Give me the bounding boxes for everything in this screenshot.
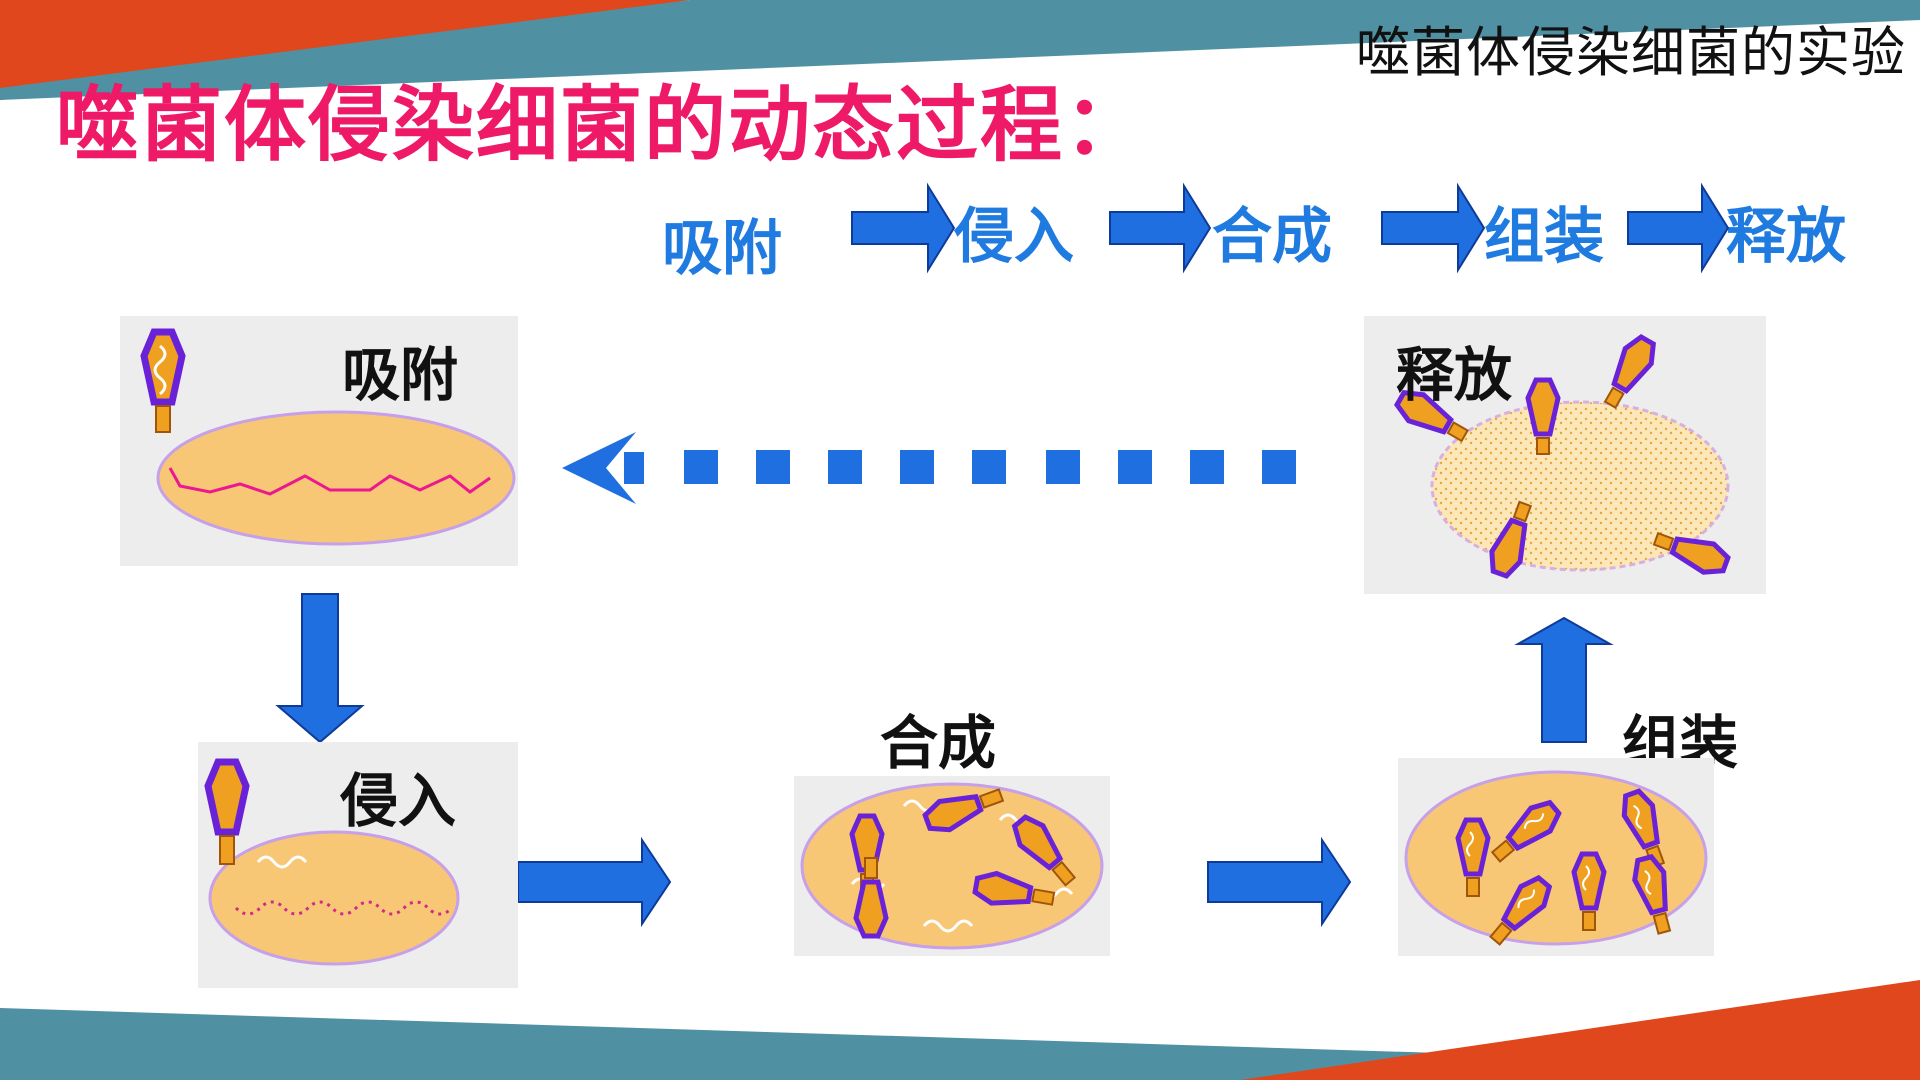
injection-illustration (204, 758, 460, 966)
bottom-right-orange-band (1240, 980, 1920, 1080)
flow-step-injection: 侵入 (954, 202, 1074, 272)
bacterial-dna (234, 900, 454, 916)
arrow-right-to-assembly (1207, 836, 1352, 928)
flow-step-adsorption: 吸附 (662, 214, 782, 284)
return-arrow-head (562, 432, 636, 504)
label-injection: 侵入 (340, 767, 457, 835)
assembly-illustration (1404, 770, 1708, 946)
bacterial-dna (168, 467, 491, 496)
label-adsorption: 吸附 (342, 341, 459, 409)
flow-step-release: 释放 (1726, 202, 1846, 272)
arrow-right-to-synthesis (517, 836, 672, 928)
flow-step-synthesis: 合成 (1212, 202, 1332, 272)
panel-release: 释放 (1364, 316, 1766, 594)
arrow-down-to-injection (275, 593, 365, 744)
release-illustration (1394, 334, 1731, 579)
flow-arrow-4 (1627, 182, 1730, 274)
phage-icon (204, 758, 250, 865)
phage-icon (140, 328, 186, 433)
flow-arrow-1 (851, 182, 956, 274)
phage-parts (849, 788, 1077, 939)
bacterium-cell (208, 830, 460, 966)
flow-arrow-3 (1381, 182, 1486, 274)
panel-synthesis (794, 776, 1110, 956)
panel-adsorption: 吸附 (120, 316, 518, 566)
panel-assembly (1398, 758, 1714, 956)
adsorption-illustration (140, 328, 516, 546)
top-teal-band (0, 0, 1920, 100)
flow-arrow-2 (1109, 182, 1212, 274)
dashed-return-arrow (562, 432, 1296, 504)
synthesis-illustration (800, 782, 1104, 950)
assembled-phages (1455, 788, 1672, 946)
injected-dna (256, 855, 308, 869)
page-title: 噬菌体侵染细菌的动态过程： (56, 78, 1149, 173)
arrow-up-to-release (1514, 616, 1614, 743)
flow-step-assembly: 组装 (1484, 202, 1604, 272)
corner-title: 噬菌体侵染细菌的实验 (1356, 21, 1906, 84)
label-release: 释放 (1396, 341, 1513, 409)
bacterium-cell (156, 410, 516, 546)
label-synthesis: 合成 (880, 709, 997, 777)
panel-injection: 侵入 (198, 742, 518, 988)
released-phages (1394, 334, 1731, 579)
